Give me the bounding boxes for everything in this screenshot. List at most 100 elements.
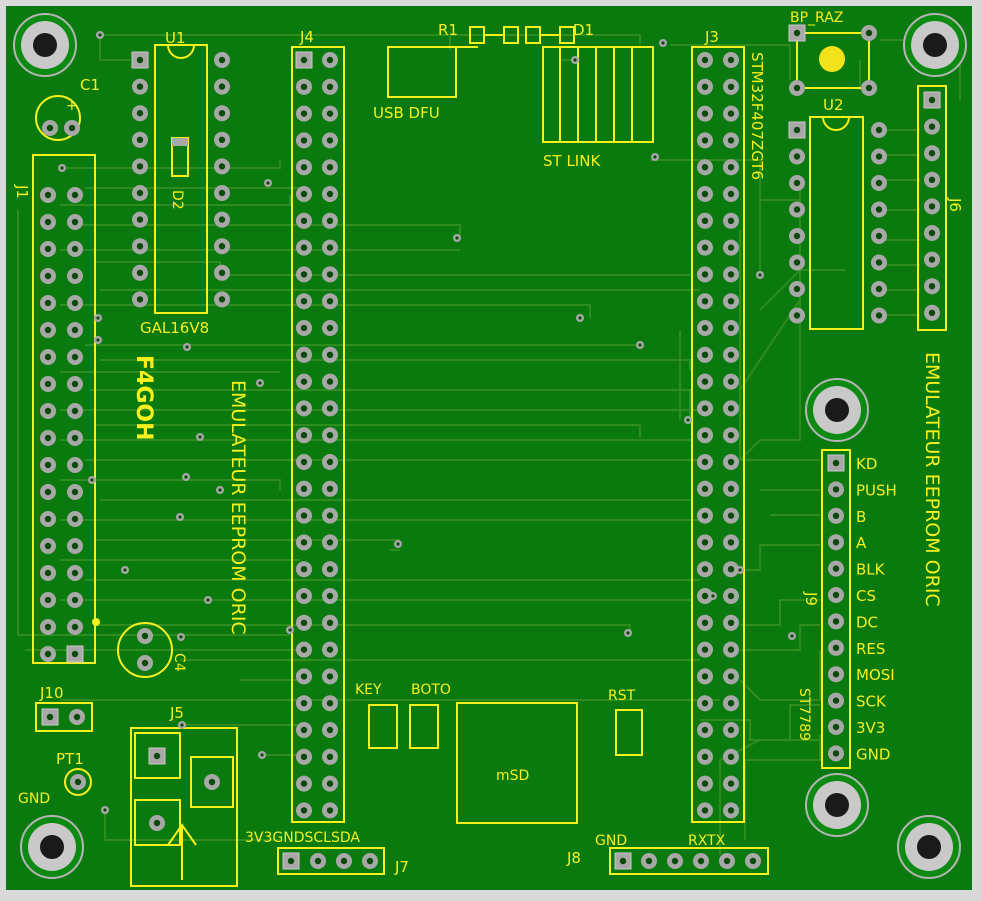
- silk-outline: [503, 26, 519, 44]
- pad-hole: [71, 596, 79, 604]
- pad-hole: [701, 271, 709, 278]
- pad-hole: [71, 407, 79, 415]
- d2-label: D2: [169, 190, 185, 210]
- pad-hole: [300, 485, 308, 492]
- pad-hole: [218, 189, 226, 197]
- ic-notch-icon: [822, 116, 850, 131]
- copper-trace: [100, 359, 691, 370]
- pad-hole: [326, 190, 334, 198]
- silk-outline: [796, 32, 870, 89]
- pad-hole: [701, 673, 709, 680]
- pad-hole: [701, 753, 709, 760]
- pad-hole: [300, 673, 308, 680]
- via-hole: [288, 628, 292, 632]
- j9-label: J9: [802, 591, 820, 606]
- pad-hole: [727, 190, 735, 198]
- pad-hole: [697, 857, 705, 865]
- pad-hole: [701, 619, 709, 626]
- plus-sign: +: [66, 98, 78, 114]
- pad-hole: [928, 150, 936, 157]
- j6-label: J6: [946, 197, 964, 212]
- pad-hole: [300, 244, 308, 251]
- capacitor-c1-outline: [35, 95, 81, 141]
- bp-raz-label: BP_RAZ: [790, 10, 843, 26]
- pad-hole: [701, 432, 709, 439]
- pad-hole: [928, 96, 936, 104]
- j9-pin-label: PUSH: [856, 481, 897, 499]
- pad-hole: [701, 458, 709, 466]
- pad-hole: [701, 512, 709, 519]
- pad-hole: [300, 646, 308, 653]
- pad-hole: [218, 243, 226, 250]
- via-hole: [260, 753, 264, 757]
- pad-hole: [793, 153, 801, 160]
- j1-label: J1: [13, 184, 31, 199]
- pad-hole: [701, 83, 709, 91]
- pad-hole: [701, 244, 709, 251]
- pad-hole: [832, 512, 840, 519]
- pad-hole: [71, 623, 79, 631]
- pad-hole: [300, 700, 308, 707]
- j8-label: J8: [566, 849, 581, 867]
- pad-hole: [136, 136, 144, 143]
- via-hole: [60, 166, 64, 170]
- pad-hole: [701, 351, 709, 358]
- pad-hole: [300, 378, 308, 385]
- mounting-hole-center: [923, 33, 947, 57]
- via-hole: [218, 488, 222, 492]
- via-hole: [626, 631, 630, 635]
- silk-outline: [32, 154, 96, 664]
- j9-pin-label: GND: [856, 745, 890, 763]
- pad-hole: [300, 458, 308, 466]
- pad-hole: [727, 458, 735, 466]
- author-label: F4GOH: [131, 355, 156, 441]
- silk-outline: [542, 46, 654, 143]
- silk-outline: [609, 847, 769, 875]
- via-hole: [185, 345, 189, 349]
- pad-hole: [727, 539, 735, 546]
- mounting-hole-center: [33, 33, 57, 57]
- pad-hole: [727, 700, 735, 707]
- pad-hole: [300, 405, 308, 412]
- pad-hole: [300, 164, 308, 171]
- arrow-icon: [167, 823, 197, 880]
- pad-hole: [340, 857, 348, 865]
- via-hole: [198, 435, 202, 439]
- pad-hole: [44, 569, 52, 577]
- j5-label: J5: [169, 704, 184, 722]
- pad-hole: [208, 778, 216, 786]
- pad-hole: [300, 324, 308, 332]
- silkscreen-layer: U1 U2 GAL16V8 J4 J3 C1 R1 D1 BP_RAZ USB …: [13, 10, 964, 876]
- pad-hole: [44, 434, 52, 442]
- pad-hole: [727, 137, 735, 144]
- mounting-hole-center: [825, 793, 849, 817]
- pad-hole: [366, 857, 374, 865]
- via-hole: [103, 808, 107, 812]
- pad-hole: [218, 269, 226, 276]
- pad-hole: [300, 726, 308, 734]
- pad-hole: [701, 592, 709, 600]
- pad-hole: [832, 697, 840, 704]
- pad-hole: [326, 164, 334, 171]
- pad-hole: [44, 461, 52, 469]
- usb-dfu-label: USB DFU: [373, 104, 440, 122]
- via-hole: [206, 598, 210, 602]
- pad-hole: [141, 659, 149, 667]
- pad-hole: [300, 271, 308, 278]
- pad-hole: [832, 486, 840, 493]
- pad-hole: [326, 512, 334, 519]
- pad-hole: [71, 245, 79, 253]
- silk-outline: [409, 704, 439, 749]
- pad-hole: [300, 56, 308, 64]
- pad-hole: [645, 857, 653, 865]
- pad-hole: [727, 807, 735, 814]
- pad-hole: [326, 646, 334, 653]
- pad-hole: [832, 591, 840, 599]
- pt1-label: PT1: [56, 750, 84, 768]
- j4-label: J4: [299, 28, 314, 46]
- boto-label: BOTO: [411, 682, 451, 698]
- pad-hole: [875, 153, 883, 160]
- pad-hole: [701, 405, 709, 412]
- pad-hole: [727, 432, 735, 439]
